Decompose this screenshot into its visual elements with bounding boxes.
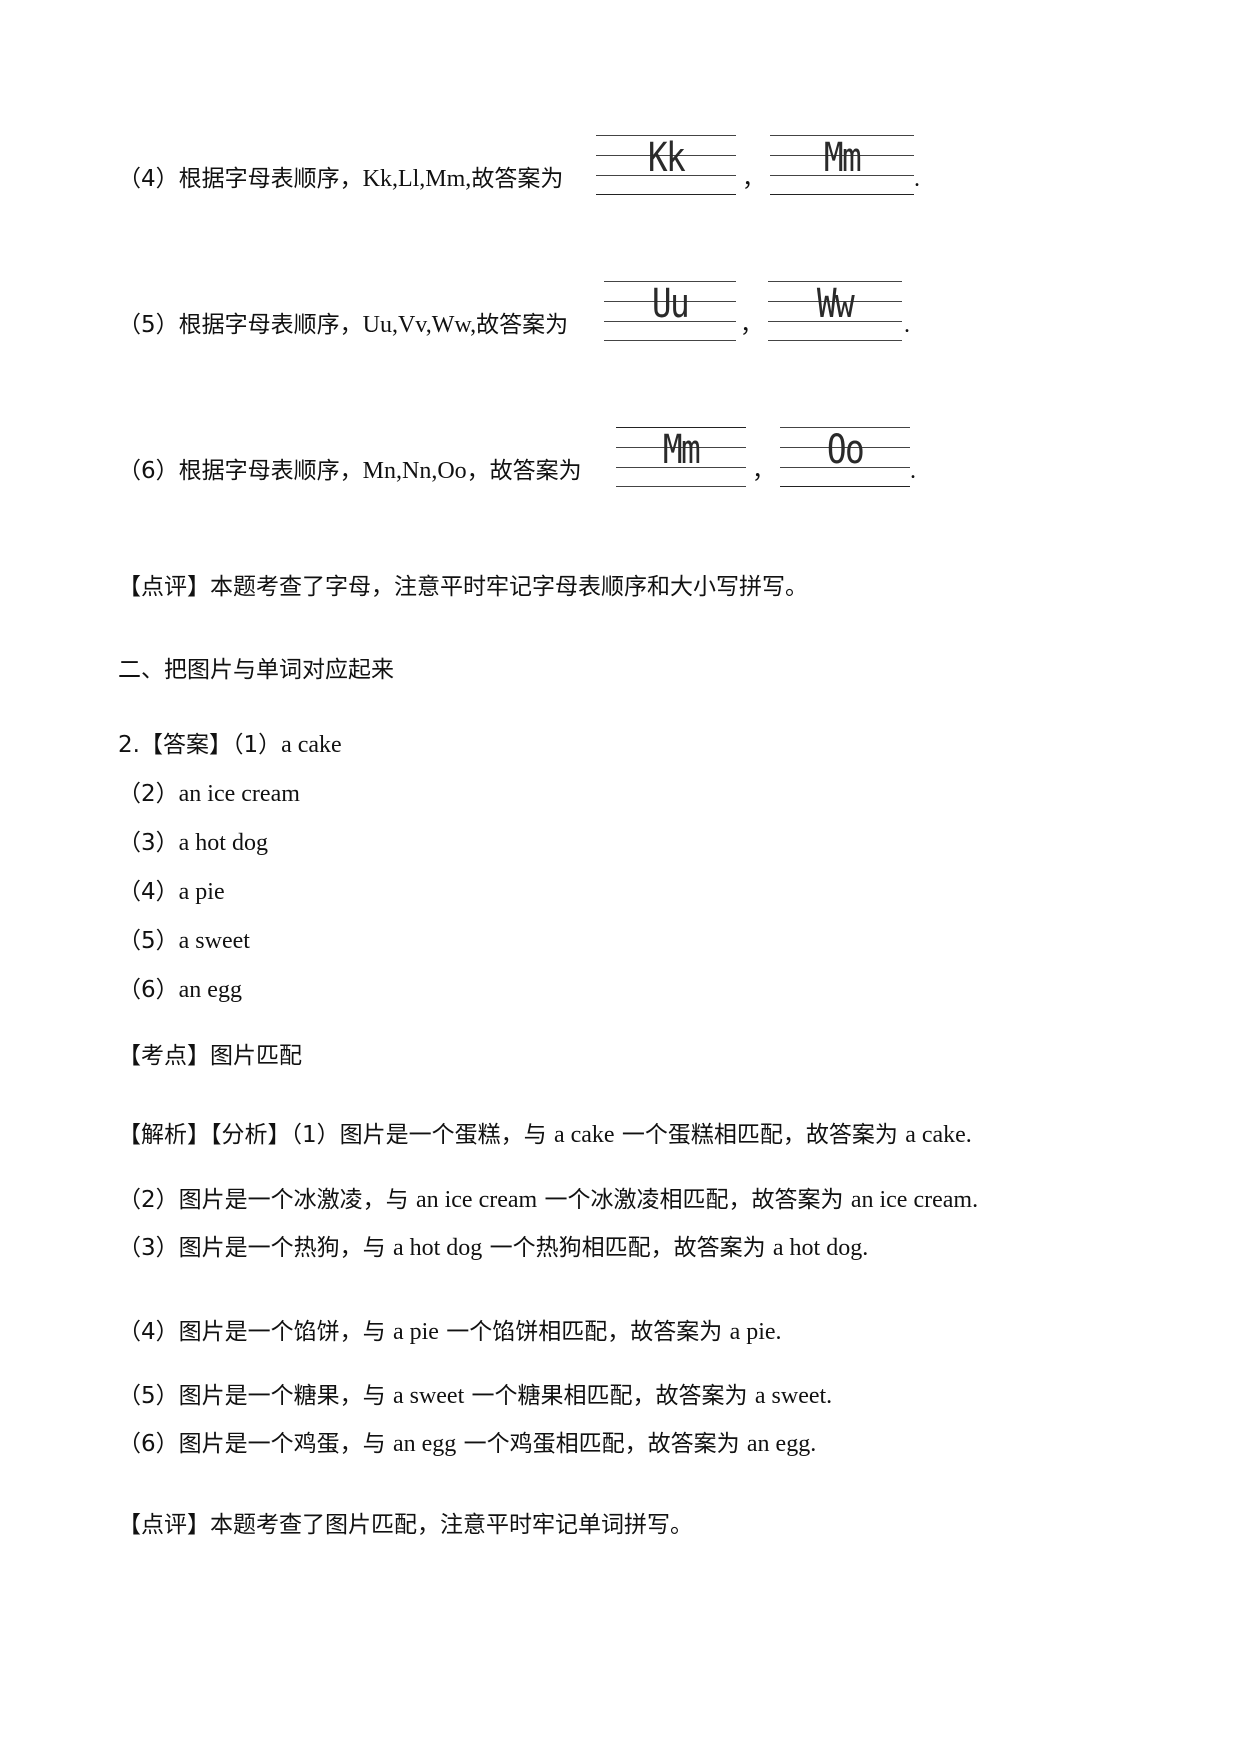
period: .	[910, 458, 916, 484]
answer-box-5b: Ww	[768, 278, 902, 342]
period: .	[914, 166, 920, 192]
analysis-en: a sweet	[392, 1383, 465, 1409]
analysis-pre: （3）图片是一个热狗，与	[118, 1235, 393, 1261]
review-comment-1: 【点评】本题考查了字母，注意平时牢记字母表顺序和大小写拼写。	[118, 574, 808, 600]
analysis-en: an egg	[392, 1431, 457, 1457]
analysis-line-2: （2）图片是一个冰激凌，与 an ice cream 一个冰激凌相匹配，故答案为…	[118, 1185, 978, 1215]
item-sequence: Mn,Nn,Oo	[362, 458, 467, 484]
analysis-mid: 一个冰激凌相匹配，故答案为	[537, 1187, 851, 1213]
item-sequence: Kk,Ll,Mm,	[362, 166, 472, 192]
analysis-line-5: （5）图片是一个糖果，与 a sweet 一个糖果相匹配，故答案为 a swee…	[118, 1381, 832, 1411]
answer-text: an egg	[178, 977, 242, 1003]
review-comment-2: 【点评】本题考查了图片匹配，注意平时牢记单词拼写。	[118, 1512, 693, 1538]
item-suffix: 故答案为	[471, 166, 564, 192]
letter-item-5: （5）根据字母表顺序，Uu,Vv,Ww,故答案为	[118, 310, 568, 340]
answer-box-6b: Oo	[780, 424, 910, 488]
item-prefix: （6）根据字母表顺序，	[118, 458, 363, 484]
answer-line-5: （5）a sweet	[118, 926, 250, 956]
answer-num: （6）	[118, 977, 179, 1003]
answer-intro: 2.【答案】（1）	[118, 732, 282, 758]
item-sequence: Uu,Vv,Ww,	[362, 312, 477, 338]
answer-box-6a: Mm	[616, 424, 746, 488]
answer-letters: Kk	[647, 135, 686, 181]
analysis-pre: （4）图片是一个馅饼，与	[118, 1319, 393, 1345]
analysis-mid: 一个糖果相匹配，故答案为	[464, 1383, 755, 1409]
analysis-en: a hot dog.	[772, 1235, 869, 1261]
answer-text: a cake	[281, 732, 342, 758]
item-suffix: ，故答案为	[466, 458, 582, 484]
analysis-en: a cake.	[905, 1122, 972, 1148]
answer-line-2: （2）an ice cream	[118, 779, 300, 809]
item-prefix: （4）根据字母表顺序，	[118, 166, 363, 192]
answer-num: （5）	[118, 928, 179, 954]
answer-num: （2）	[118, 781, 179, 807]
comma: ，	[752, 458, 775, 484]
analysis-pre: 【解析】【分析】（1）图片是一个蛋糕，与	[118, 1122, 554, 1148]
analysis-en: a pie	[392, 1319, 439, 1345]
analysis-en: an egg.	[746, 1431, 817, 1457]
answer-box-4b: Mm	[770, 132, 914, 196]
answer-letters: Ww	[816, 281, 855, 327]
answer-num: （4）	[118, 879, 179, 905]
analysis-pre: （6）图片是一个鸡蛋，与	[118, 1431, 393, 1457]
analysis-en: an ice cream.	[850, 1187, 979, 1213]
analysis-line-4: （4）图片是一个馅饼，与 a pie 一个馅饼相匹配，故答案为 a pie.	[118, 1317, 782, 1347]
answer-letters: Oo	[826, 427, 865, 473]
analysis-mid: 一个馅饼相匹配，故答案为	[438, 1319, 730, 1345]
answer-line-3: （3）a hot dog	[118, 828, 268, 858]
answer-box-4a: Kk	[596, 132, 736, 196]
analysis-mid: 一个热狗相匹配，故答案为	[482, 1235, 773, 1261]
answer-num: （3）	[118, 830, 179, 856]
analysis-mid: 一个鸡蛋相匹配，故答案为	[456, 1431, 747, 1457]
answer-letters: Mm	[662, 427, 701, 473]
answer-letters: Uu	[651, 281, 690, 327]
item-suffix: 故答案为	[476, 312, 569, 338]
answer-letters: Mm	[823, 135, 862, 181]
letter-item-6: （6）根据字母表顺序，Mn,Nn,Oo，故答案为	[118, 456, 582, 486]
analysis-line-6: （6）图片是一个鸡蛋，与 an egg 一个鸡蛋相匹配，故答案为 an egg.	[118, 1429, 816, 1459]
period: .	[904, 312, 910, 338]
answer-text: a hot dog	[178, 830, 268, 856]
analysis-pre: （5）图片是一个糖果，与	[118, 1383, 393, 1409]
analysis-en: a hot dog	[392, 1235, 483, 1261]
analysis-en: a sweet.	[754, 1383, 833, 1409]
comma: ，	[740, 312, 763, 338]
section-title: 二、把图片与单词对应起来	[118, 657, 394, 683]
answer-box-5a: Uu	[604, 278, 736, 342]
analysis-line-3: （3）图片是一个热狗，与 a hot dog 一个热狗相匹配，故答案为 a ho…	[118, 1233, 868, 1263]
letter-item-4: （4）根据字母表顺序，Kk,Ll,Mm,故答案为	[118, 164, 563, 194]
analysis-en: a cake	[553, 1122, 615, 1148]
analysis-en: an ice cream	[415, 1187, 538, 1213]
analysis-mid: 一个蛋糕相匹配，故答案为	[614, 1122, 906, 1148]
answer-text: an ice cream	[178, 781, 300, 807]
answer-text: a pie	[178, 879, 225, 905]
answer-line-6: （6）an egg	[118, 975, 242, 1005]
comma: ，	[742, 166, 765, 192]
test-point: 【考点】图片匹配	[118, 1043, 302, 1069]
answer-text: a sweet	[178, 928, 250, 954]
answer-line-4: （4）a pie	[118, 877, 225, 907]
answer-line-1: 2.【答案】（1）a cake	[118, 730, 342, 760]
analysis-pre: （2）图片是一个冰激凌，与	[118, 1187, 416, 1213]
analysis-en: a pie.	[729, 1319, 782, 1345]
analysis-line-1: 【解析】【分析】（1）图片是一个蛋糕，与 a cake 一个蛋糕相匹配，故答案为…	[118, 1120, 972, 1150]
item-prefix: （5）根据字母表顺序，	[118, 312, 363, 338]
